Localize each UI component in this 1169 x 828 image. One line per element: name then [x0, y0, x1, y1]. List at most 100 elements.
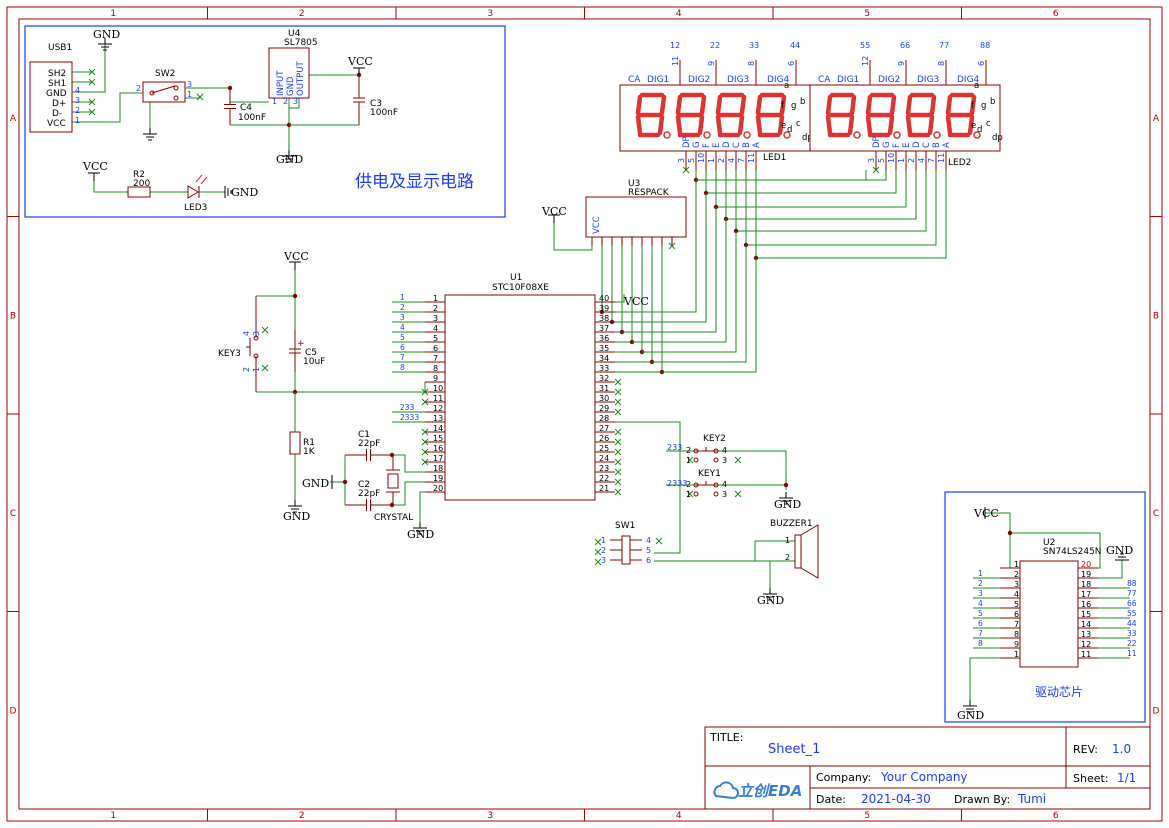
sw2-switch: SW2 2 3 1 [136, 69, 192, 103]
u2-net-label: 8 [978, 639, 983, 648]
led1-bottom-pin-num: 2 [717, 158, 726, 163]
led2-seg-letter: a [974, 81, 979, 91]
led1-bottom-pin-num: 5 [687, 158, 696, 163]
decimal-point [783, 131, 791, 139]
seven-segment-bar [755, 94, 763, 116]
seven-segment-bar [945, 114, 953, 136]
wire [632, 219, 727, 343]
u1-pin-num: 11 [433, 394, 443, 403]
u2-pin-num: 15 [1081, 610, 1091, 619]
u4-pin-num: 2 [283, 97, 288, 106]
key2-contact [693, 448, 699, 454]
vcc-label: VCC [347, 55, 373, 68]
led2-seg-letter: b [990, 97, 995, 107]
junction-dot [292, 293, 298, 299]
sw2-pin: 1 [187, 90, 192, 99]
u1-pin-num: 23 [599, 464, 609, 473]
u1-mcu: U1 STC10F08XE [444, 273, 596, 501]
u2-pin-num: 10 [1014, 650, 1024, 659]
buzzer-pin-num: 1 [785, 536, 790, 545]
key2-pin-num: 1 [686, 456, 691, 465]
key2-ref: KEY2 [703, 434, 726, 444]
u1-pin-num: 14 [433, 424, 443, 433]
key1-pin-num: 1 [686, 490, 691, 499]
seven-segment-bar [865, 94, 873, 116]
gnd-label: GND [276, 153, 303, 166]
u1-pin-num: 17 [433, 454, 443, 463]
u1-net-label: 4 [400, 323, 405, 332]
seven-segment-bar [737, 114, 745, 136]
u3-ref: U3 [628, 179, 640, 189]
no-connect-mark [261, 364, 269, 372]
led1-bottom-pin-num: 10 [697, 153, 706, 163]
led1-top-pin-num: 6 [787, 61, 796, 66]
junction-dot [342, 479, 348, 485]
seven-segment-bar [755, 114, 763, 136]
key1-contact [693, 491, 699, 497]
u2-pin-num: 6 [1014, 610, 1019, 619]
decimal-point [743, 131, 751, 139]
led1-seg-letter: c [796, 119, 801, 129]
u2-pin-num: 16 [1081, 600, 1091, 609]
sw1-pin-num: 1 [601, 536, 606, 545]
usb-pin-num: 1 [75, 116, 80, 125]
sw1-ref: SW1 [615, 521, 635, 531]
c1-ref: C1 [358, 430, 370, 440]
led2-seg-letter: d [977, 125, 982, 135]
vcc-symbol [353, 67, 365, 76]
key1-ref: KEY1 [698, 469, 721, 479]
u1-pin-num: 1 [433, 294, 438, 303]
u1-pin-num: 9 [433, 374, 438, 383]
c3-ref: C3 [370, 99, 382, 109]
no-connect-mark [614, 438, 622, 446]
crystal-body [387, 473, 399, 489]
led1-top-label: DIG4 [767, 75, 790, 85]
led2-seg-letter: c [986, 119, 991, 129]
led2-top-label: DIG3 [917, 75, 939, 85]
no-connect-mark [614, 478, 622, 486]
seven-segment-bar [905, 94, 913, 116]
junction-dot [783, 482, 789, 488]
led2-bottom-pin-num: 11 [937, 153, 946, 163]
no-connect-mark [614, 428, 622, 436]
led1-top-label: CA [628, 75, 641, 85]
u1-pin-num: 35 [599, 344, 609, 353]
led1-seg-pin-label: F [702, 143, 712, 148]
led1-seg-letter: g [791, 101, 796, 111]
c4-ref: C4 [240, 103, 252, 113]
u1-pin-num: 30 [599, 394, 609, 403]
u1-pin-num: 34 [599, 354, 609, 363]
frame-col-label: 6 [1053, 9, 1059, 19]
led3-ref: LED3 [184, 203, 207, 213]
u4-pin: GND [286, 76, 296, 96]
no-connect-mark [88, 98, 96, 106]
led2-top-label: DIG2 [878, 75, 900, 85]
u2-pin-num: 1 [1014, 560, 1019, 569]
u1-pin-num: 13 [433, 414, 443, 423]
frame-row-label: C [1153, 509, 1159, 519]
wire [602, 180, 697, 313]
logo-text: 立创EDA [738, 782, 802, 800]
u1-pin-num: 28 [599, 414, 609, 423]
wire [622, 207, 717, 333]
frame-row-label: A [1153, 114, 1160, 124]
no-connect-mark [614, 378, 622, 386]
usb-pin-num: 3 [75, 96, 80, 105]
c5-ref: C5 [305, 348, 317, 358]
led2-top-pin-num: 66 [900, 41, 910, 50]
seven-segment-bar [887, 114, 895, 136]
u2-pin-num: 14 [1081, 620, 1091, 629]
capacitor-symbol [345, 449, 392, 461]
led3-light-icon [195, 174, 208, 185]
u2-net-label: 55 [1127, 609, 1137, 618]
key2-pin-num: 4 [722, 446, 727, 455]
u1-pin-num: 40 [599, 294, 609, 303]
c2-value: 22pF [358, 489, 380, 499]
frame-row-label: C [10, 509, 16, 519]
led1-seg-letter: f [781, 101, 785, 111]
usb-pin-name: GND [46, 89, 67, 99]
no-connect-mark [686, 456, 694, 464]
capacitor-symbol [353, 75, 365, 125]
sw2-pin: 2 [136, 84, 141, 93]
no-connect-mark [734, 490, 742, 498]
